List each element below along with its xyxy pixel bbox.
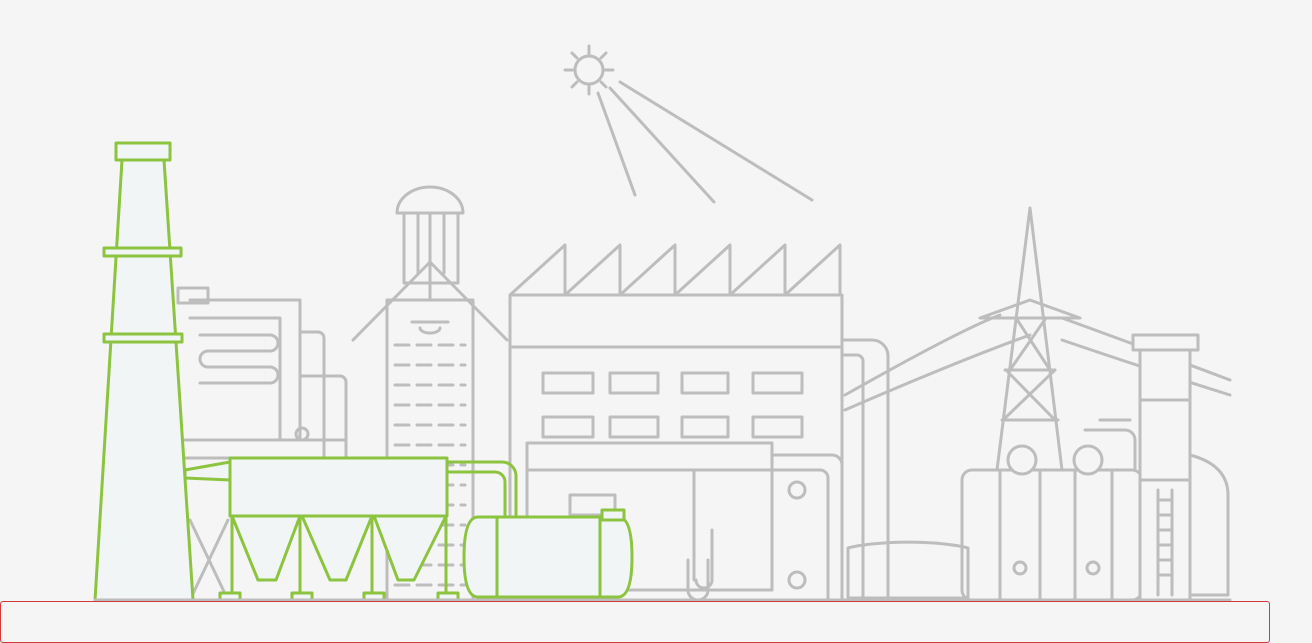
boiler-structure [176,286,348,602]
storage-tank [462,508,634,599]
factory-building [508,243,890,602]
industrial-plant-illustration [93,44,1232,603]
content-panel [0,601,1270,643]
processing-units [846,333,1230,602]
chimney-stack [93,141,195,602]
baghouse-filter [183,456,518,603]
sun-icon [563,44,814,204]
power-pylon [843,206,1232,472]
